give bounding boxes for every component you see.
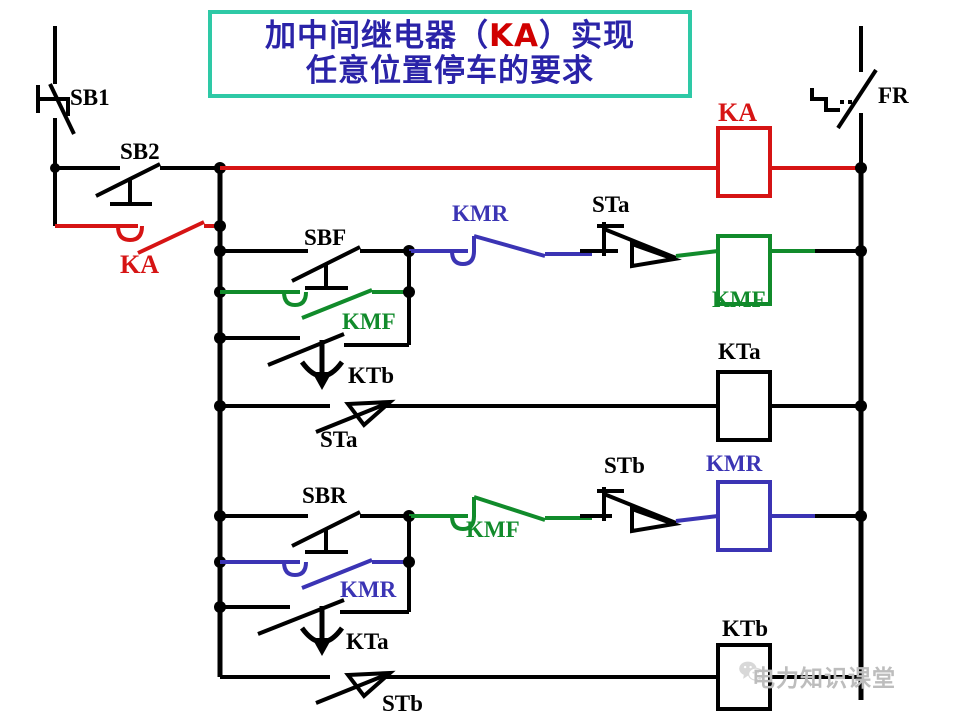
forward-rung (220, 222, 861, 306)
sta-fwd-roller (630, 241, 682, 269)
label-stb-branch: STb (382, 691, 423, 716)
label-ka-coil: KA (718, 98, 757, 127)
watermark-text: 电力知识课堂 (752, 666, 896, 692)
title-suffix: ）实现 (539, 18, 635, 55)
kmf-coil-box (716, 234, 772, 306)
label-kmr-coil: KMR (706, 451, 763, 476)
label-kmf-coil: KMF (712, 287, 766, 312)
ka-contact-blade (137, 220, 205, 255)
left-bus (214, 168, 226, 677)
title-prefix: 加中间继电器（ (264, 18, 489, 55)
ktb-contact-rung (220, 332, 409, 390)
label-kta-contact: KTa (346, 629, 389, 654)
label-sbr: SBR (302, 483, 347, 508)
kta-contact-blade (257, 598, 345, 636)
label-sta-branch: STa (320, 427, 358, 452)
label-kmr-aux: KMR (340, 577, 397, 602)
sta-branch-blade (315, 401, 389, 434)
label-ka-contact: KA (120, 250, 159, 279)
fr-element (810, 88, 840, 112)
label-kmf-aux: KMF (342, 309, 396, 334)
label-kmf-nc: KMF (466, 517, 520, 542)
stb-rev-roller (630, 506, 682, 534)
sb1-blade (48, 83, 76, 135)
ktb-rung (220, 643, 861, 711)
title-line-1: 加中间继电器（KA）实现 (265, 19, 635, 54)
ktb-contact-blade (267, 332, 345, 367)
title-line-2: 任意位置停车的要求 (306, 53, 594, 89)
kta-contact-rung (220, 598, 409, 656)
label-kmr-nc: KMR (452, 201, 509, 226)
sta-branch-roller (344, 399, 396, 428)
kmf-sealin-rung (220, 251, 415, 345)
kmr-coil-box (716, 480, 772, 552)
kmf-nc-blade (473, 495, 546, 522)
ka-coil-box (716, 126, 772, 198)
label-sb2: SB2 (120, 139, 160, 164)
label-ktb-contact: KTb (348, 363, 395, 388)
label-kta-coil: KTa (718, 339, 761, 364)
kta-rung (220, 370, 861, 442)
kta-coil-box (716, 370, 772, 442)
title-accent: KA (488, 18, 539, 55)
sb2-rung (55, 162, 226, 206)
stb-branch-roller (344, 670, 396, 699)
fr-blade (836, 68, 878, 130)
kmf-aux-blade (301, 288, 373, 320)
stb-branch-blade (315, 672, 389, 705)
label-sta-fwd: STa (592, 192, 630, 217)
label-sbf: SBF (304, 225, 347, 250)
reverse-rung (220, 480, 861, 554)
kmr-aux-blade (301, 558, 373, 590)
kmr-sealin-rung (220, 516, 415, 612)
sta-fwd-blade (603, 227, 677, 260)
left-supply-branch (36, 26, 76, 226)
kmr-nc-blade (473, 234, 546, 258)
right-supply-branch (810, 26, 878, 700)
ka-sealin-rung (55, 220, 226, 255)
label-fr: FR (878, 83, 909, 108)
diagram-title-box: 加中间继电器（KA）实现 任意位置停车的要求 (208, 10, 692, 98)
label-ktb-coil: KTb (722, 616, 769, 641)
label-sb1: SB1 (70, 85, 110, 110)
wechat-icon (739, 661, 764, 682)
ka-coil-rung (220, 126, 867, 198)
stb-rev-blade (603, 492, 677, 525)
label-stb-rev: STb (604, 453, 645, 478)
